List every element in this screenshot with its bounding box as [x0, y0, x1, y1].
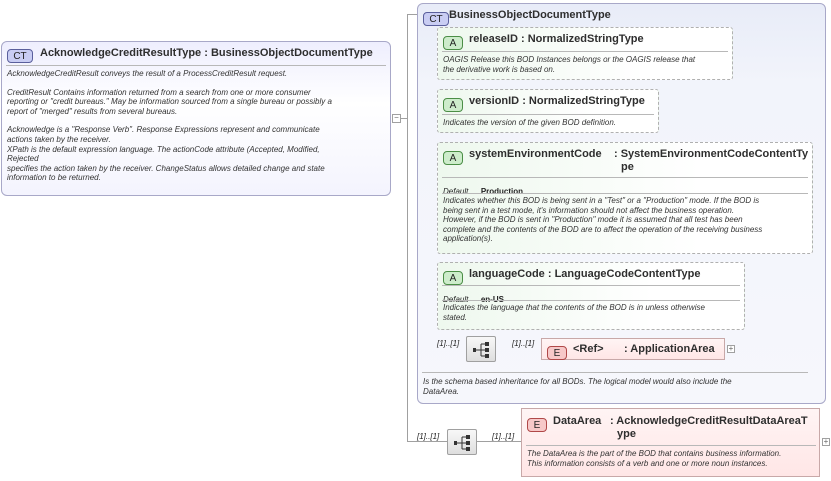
connector-trunk: [407, 14, 408, 442]
attribute-desc-line: being sent in a test mode, it's informat…: [443, 205, 735, 215]
root-desc-line: reporting or "credit bureaus." May be in…: [7, 97, 332, 107]
element-type: : AcknowledgeCreditResultDataAreaT: [610, 415, 808, 427]
root-desc-line: actions taken by the receiver.: [7, 134, 111, 144]
connector-dataarea-elem: [477, 441, 521, 442]
element-name: DataArea: [553, 415, 602, 427]
attribute-languageCode[interactable]: A languageCode : LanguageCodeContentType…: [437, 262, 745, 330]
sequence-compositor[interactable]: [466, 336, 496, 362]
default-label: Default: [443, 187, 469, 196]
attribute-desc-line: application(s).: [443, 234, 493, 244]
root-desc-line: specifies the action taken by the receiv…: [7, 163, 325, 173]
attribute-desc-line: Indicates whether this BOD is being sent…: [443, 196, 760, 205]
attribute-name: releaseID: [469, 33, 518, 45]
root-desc-line: report of "merged" results from several …: [7, 106, 178, 116]
attribute-icon: A: [443, 271, 463, 285]
attribute-name: languageCode: [469, 268, 545, 280]
connector-root: [395, 118, 407, 119]
root-base-type: : BusinessObjectDocumentType: [204, 47, 373, 59]
sequence-compositor[interactable]: [447, 429, 477, 455]
cardinality-label: [1]..[1]: [437, 339, 460, 348]
cardinality-label: [1]..[1]: [512, 339, 535, 348]
attribute-desc-line: Indicates the language that the contents…: [443, 303, 705, 312]
attribute-releaseID[interactable]: A releaseID : NormalizedStringType OAGIS…: [437, 27, 733, 80]
complex-type-icon: CT: [7, 49, 33, 63]
root-desc-line: Acknowledge is a "Response Verb". Respon…: [7, 125, 320, 135]
attribute-type: : LanguageCodeContentType: [547, 268, 701, 280]
root-desc-line: AcknowledgeCreditResult conveys the resu…: [7, 69, 288, 78]
root-desc-line: CreditResult Contains information return…: [7, 87, 311, 97]
attribute-desc-line: OAGIS Release this BOD Instances belongs…: [443, 55, 696, 64]
cardinality-label: [1]..[1]: [492, 432, 515, 441]
connector-dataarea-seq: [407, 441, 447, 442]
attribute-name: versionID: [469, 95, 520, 107]
default-label: Default: [443, 295, 468, 304]
element-desc-line: The DataArea is the part of the BOD that…: [527, 449, 782, 458]
attribute-icon: A: [443, 151, 463, 165]
element-type: : ApplicationArea: [624, 343, 715, 355]
attribute-type-cont: pe: [621, 161, 634, 173]
attribute-versionID[interactable]: A versionID : NormalizedStringType Indic…: [437, 89, 659, 133]
element-icon: E: [547, 346, 567, 360]
element-type-cont: ype: [617, 428, 636, 440]
default-value: Production: [480, 187, 524, 196]
root-desc-line: Rejected: [7, 154, 39, 164]
attribute-icon: A: [443, 98, 463, 112]
element-desc-line: This information consists of a verb and …: [527, 458, 768, 468]
bod-desc-line: DataArea.: [423, 386, 460, 396]
cardinality-label: [1]..[1]: [417, 432, 440, 441]
sequence-icon: [473, 342, 489, 358]
collapse-toggle[interactable]: −: [392, 114, 401, 123]
complex-type-icon: CT: [423, 12, 449, 26]
attribute-type: : SystemEnvironmentCodeContentTy: [614, 148, 809, 160]
expand-toggle[interactable]: +: [822, 437, 830, 446]
sequence-icon: [454, 435, 470, 451]
element-application-area[interactable]: E <Ref> : ApplicationArea: [541, 338, 725, 360]
element-data-area[interactable]: E DataArea : AcknowledgeCreditResultData…: [521, 408, 820, 477]
attribute-systemEnvironmentCode[interactable]: A systemEnvironmentCode : SystemEnvironm…: [437, 142, 813, 254]
expand-toggle[interactable]: +: [727, 344, 735, 353]
attribute-desc-line: However, if the BOD is sent in "Producti…: [443, 215, 743, 225]
attribute-desc-line: Indicates the version of the given BOD d…: [443, 118, 616, 127]
bod-type-name: BusinessObjectDocumentType: [449, 9, 611, 21]
root-desc-line: XPath is the default expression language…: [7, 144, 320, 154]
root-type-name: AcknowledgeCreditResultType: [40, 47, 202, 59]
connector-bod: [407, 14, 417, 15]
attribute-desc-line: complete and the contents of the BOD are…: [443, 224, 763, 234]
attribute-type: : NormalizedStringType: [521, 33, 644, 45]
element-icon: E: [527, 418, 547, 432]
bod-desc-line: Is the schema based inheritance for all …: [423, 377, 732, 386]
attribute-name: systemEnvironmentCode: [469, 148, 602, 160]
root-desc-line: information to be returned.: [7, 173, 101, 183]
default-value: en-US: [481, 295, 504, 304]
attribute-desc-line: stated.: [443, 312, 468, 322]
attribute-desc-line: the derivative work is based on.: [443, 64, 556, 74]
attribute-type: : NormalizedStringType: [522, 95, 645, 107]
root-complex-type[interactable]: CT AcknowledgeCreditResultType : Busines…: [1, 41, 391, 196]
element-ref: <Ref>: [573, 343, 604, 355]
attribute-icon: A: [443, 36, 463, 50]
